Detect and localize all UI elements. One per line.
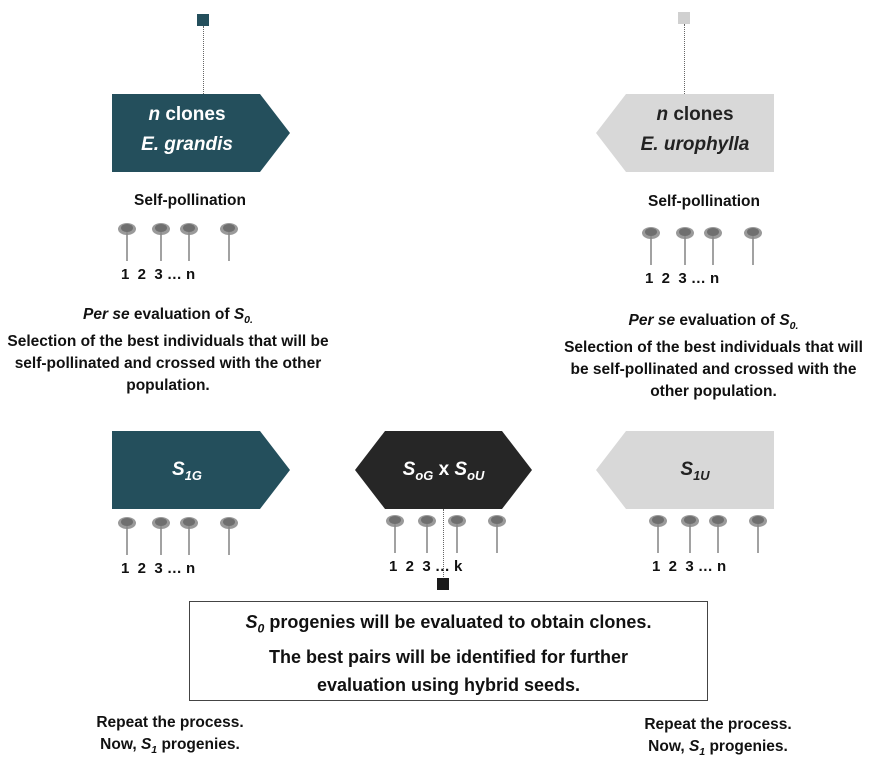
left-top-marker bbox=[197, 14, 209, 26]
tree-icon bbox=[179, 516, 199, 556]
tree-icon bbox=[179, 222, 199, 262]
left-self-pollination: Self-pollination bbox=[134, 192, 246, 209]
tree-icon bbox=[219, 222, 239, 262]
tree-icon bbox=[748, 514, 768, 554]
tree-icon bbox=[151, 222, 171, 262]
right-s1u-label: S1U bbox=[680, 459, 710, 483]
center-cross-hexagon bbox=[355, 431, 532, 509]
left-s1g-arrow bbox=[112, 431, 290, 509]
right-self-pollination: Self-pollination bbox=[648, 193, 760, 210]
tree-icon bbox=[641, 226, 661, 266]
center-connector-line bbox=[443, 509, 444, 579]
right-s1u-arrow bbox=[596, 431, 774, 509]
right-connector-line bbox=[684, 24, 685, 94]
tree-icon bbox=[743, 226, 763, 266]
right-evaluation-text: Per se evaluation of S0. Selection of th… bbox=[564, 312, 863, 401]
tree-icon bbox=[708, 514, 728, 554]
tree-icon bbox=[675, 226, 695, 266]
right-s1-tree-numbers: 1 2 3 … n bbox=[652, 558, 727, 575]
tree-icon bbox=[487, 514, 507, 554]
left-tree-numbers: 1 2 3 … n bbox=[121, 266, 196, 283]
tree-icon bbox=[648, 514, 668, 554]
left-clones-arrow bbox=[112, 94, 290, 172]
tree-icon bbox=[117, 516, 137, 556]
right-clones-label: n clones E. urophylla bbox=[640, 104, 750, 155]
right-top-marker bbox=[678, 12, 690, 24]
center-cross-label: SoG x SoU bbox=[402, 459, 485, 483]
tree-icon bbox=[680, 514, 700, 554]
tree-icon bbox=[117, 222, 137, 262]
left-evaluation-text: Per se evaluation of S0. Selection of th… bbox=[7, 306, 329, 395]
tree-icon bbox=[385, 514, 405, 554]
right-tree-numbers: 1 2 3 … n bbox=[645, 270, 720, 287]
left-clones-label: n clones E. grandis bbox=[141, 104, 233, 155]
center-bottom-marker bbox=[437, 578, 449, 590]
center-summary-box: S0 progenies will be evaluated to obtain… bbox=[189, 601, 708, 701]
tree-icon bbox=[151, 516, 171, 556]
tree-icon bbox=[703, 226, 723, 266]
left-repeat-text: Repeat the process. Now, S1 progenies. bbox=[96, 714, 244, 757]
left-connector-line bbox=[203, 26, 204, 94]
tree-icon bbox=[417, 514, 437, 554]
left-s1g-label: S1G bbox=[172, 459, 202, 483]
tree-icon bbox=[447, 514, 467, 554]
right-repeat-text: Repeat the process. Now, S1 progenies. bbox=[644, 716, 792, 759]
left-s1-tree-numbers: 1 2 3 … n bbox=[121, 560, 196, 577]
center-tree-numbers: 1 2 3 … k bbox=[389, 558, 463, 575]
tree-icon bbox=[219, 516, 239, 556]
right-clones-arrow bbox=[596, 94, 774, 172]
